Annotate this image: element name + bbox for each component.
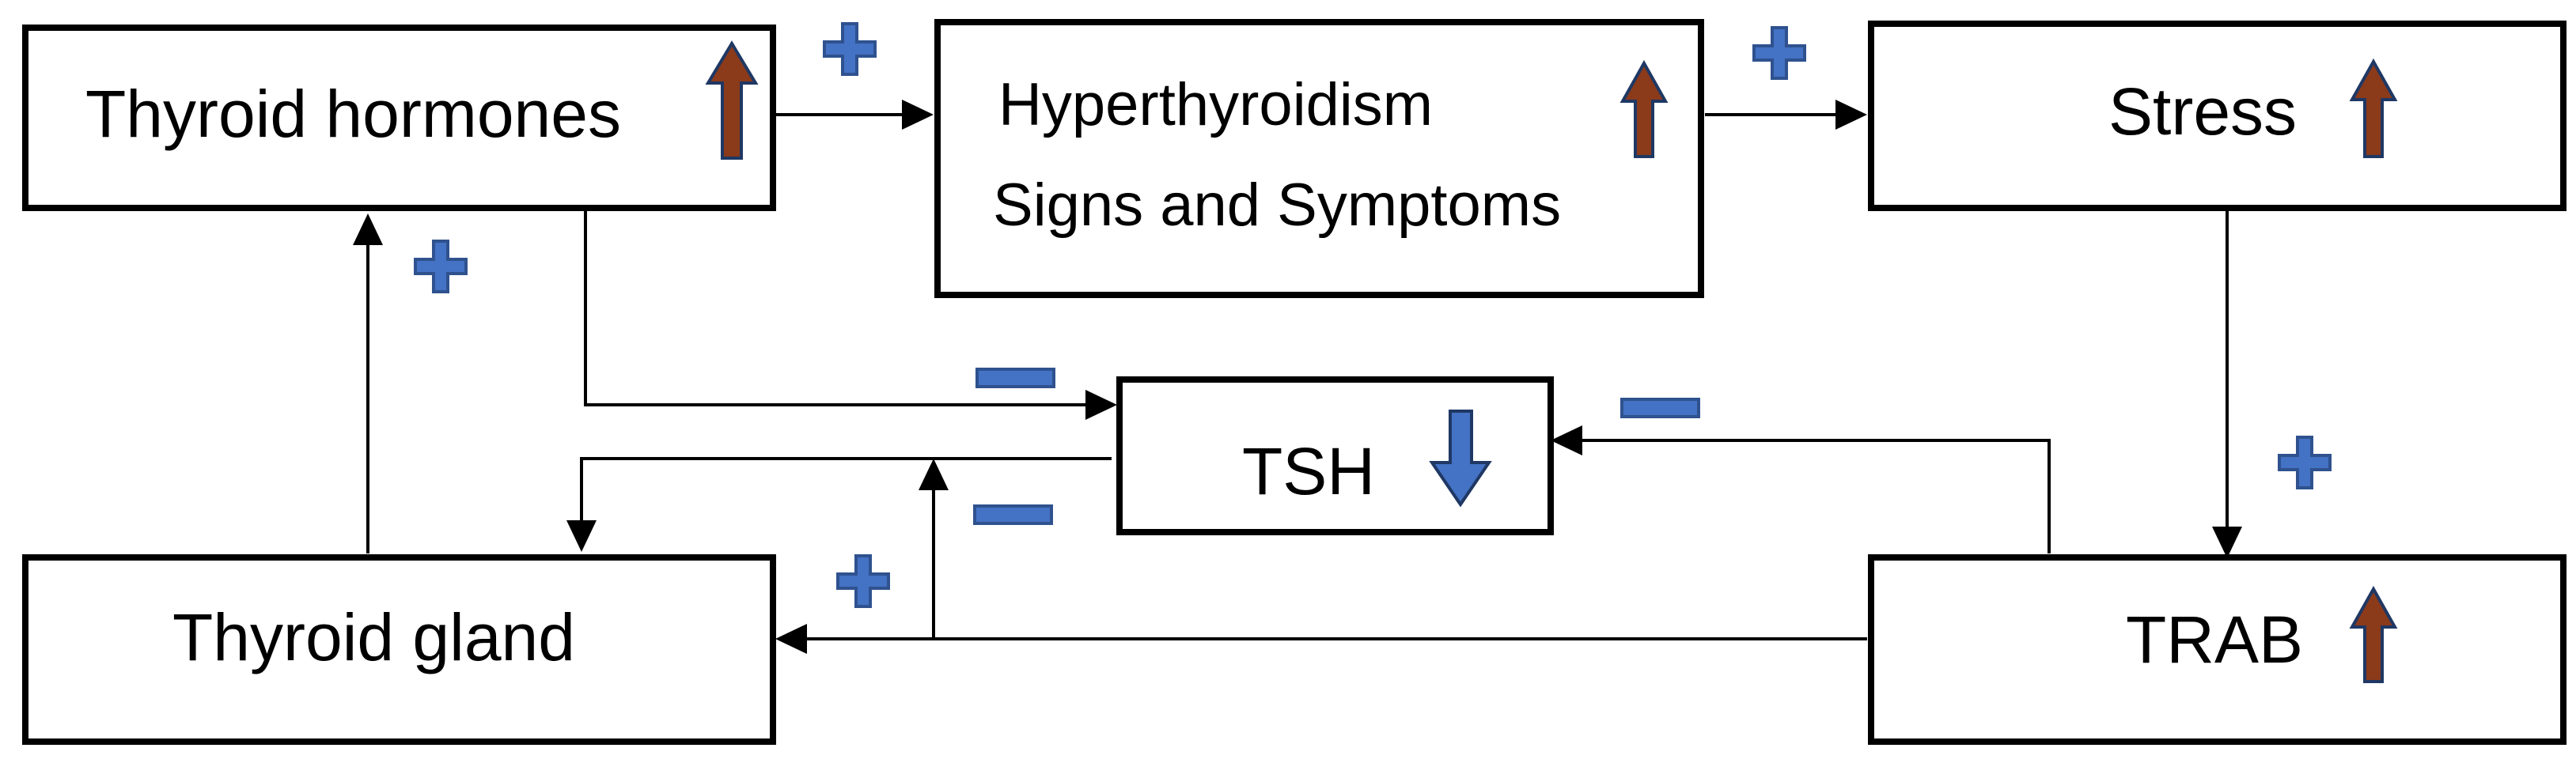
box-hyperthyroidism: [934, 19, 1704, 298]
label-trab: TRAB: [2126, 602, 2303, 677]
arrowhead-into-trab: [2212, 527, 2242, 558]
arrowhead-up-to-tsh-line: [919, 459, 949, 490]
minus-sign-icon: [975, 368, 1055, 388]
label-stress: Stress: [2108, 74, 2297, 149]
effect-signs: [414, 22, 2332, 608]
label-hyperthyroidism-line1: Hyperthyroidism: [998, 71, 1433, 138]
arrowhead-into-stress: [1835, 100, 1867, 130]
brown-up-arrow-icon: [2349, 58, 2398, 158]
box-stress: [1868, 21, 2567, 211]
arrowhead-into-thyroid-hormones: [353, 213, 383, 245]
minus-sign-icon: [1620, 398, 1700, 418]
trend-arrows: [705, 40, 2398, 683]
edge-trab-to-tsh: [1570, 439, 2051, 553]
label-thyroid-hormones: Thyroid hormones: [85, 77, 621, 151]
edge-tsh-to-thyroid-gland: [580, 457, 1112, 524]
box-thyroid-hormones: [22, 25, 776, 211]
box-trab: [1868, 554, 2567, 745]
label-tsh: TSH: [1242, 434, 1375, 508]
brown-up-arrow-icon: [705, 40, 759, 160]
boxes: [22, 19, 2567, 745]
plus-sign-icon: [2278, 436, 2332, 489]
box-tsh: [1116, 376, 1554, 535]
blue-down-arrow-icon: [1429, 410, 1492, 508]
plus-sign-icon: [1752, 26, 1806, 80]
label-hyperthyroidism-line2: Signs and Symptoms: [993, 172, 1561, 239]
plus-sign-icon: [414, 240, 468, 293]
plus-sign-icon: [836, 554, 890, 608]
arrowhead-into-thyroid-gland: [775, 624, 807, 654]
arrowhead-trab-into-tsh: [1551, 425, 1582, 455]
arrowheads: [353, 100, 2242, 654]
arrowhead-into-hyperthyroidism: [902, 100, 934, 130]
connectors: [366, 113, 2229, 640]
minus-sign-icon: [973, 504, 1053, 525]
edge-hormones-to-tsh: [584, 210, 1088, 406]
brown-up-arrow-icon: [2349, 585, 2398, 683]
labels: Thyroid hormones Hyperthyroidism Signs a…: [85, 71, 2303, 677]
box-thyroid-gland: [22, 554, 776, 745]
arrowhead-tsh-into-gland: [566, 520, 597, 552]
arrowhead-hormones-into-tsh: [1085, 390, 1117, 420]
label-thyroid-gland: Thyroid gland: [172, 600, 575, 674]
brown-up-arrow-icon: [1619, 59, 1669, 158]
plus-sign-icon: [823, 22, 877, 76]
